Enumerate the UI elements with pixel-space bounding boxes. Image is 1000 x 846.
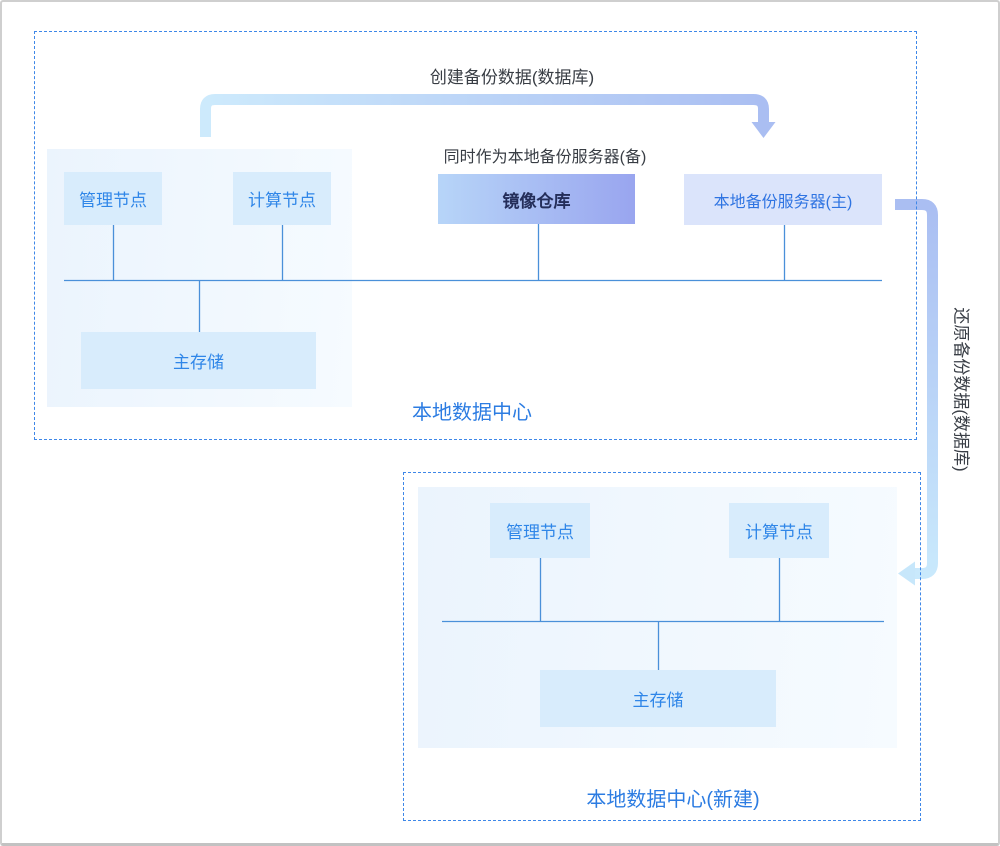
restore-backup-arrow xyxy=(895,199,938,586)
top-management-node-label: 管理节点 xyxy=(79,191,147,210)
mirror-repo-node-label: 镜像仓库 xyxy=(502,191,571,211)
create-backup-label: 创建备份数据(数据库) xyxy=(429,68,595,87)
local-backup-server-node: 本地备份服务器(主) xyxy=(684,174,882,225)
bottom-datacenter-caption: 本地数据中心(新建) xyxy=(586,789,760,811)
bottom-management-node: 管理节点 xyxy=(490,503,590,558)
create-backup-arrow xyxy=(200,94,776,138)
restore-backup-label: 还原备份数据(数据库) xyxy=(951,307,971,472)
top-compute-node-label: 计算节点 xyxy=(248,191,316,210)
top-storage-node: 主存储 xyxy=(81,332,316,389)
bottom-storage-node-label: 主存储 xyxy=(632,691,684,710)
top-datacenter-caption: 本地数据中心 xyxy=(412,402,532,424)
bottom-compute-node-label: 计算节点 xyxy=(745,523,813,542)
mirror-note-label: 同时作为本地备份服务器(备) xyxy=(443,149,647,166)
bottom-storage-node: 主存储 xyxy=(540,670,776,727)
bottom-bus-lines xyxy=(442,558,884,670)
top-management-node: 管理节点 xyxy=(64,172,162,225)
bottom-management-node-label: 管理节点 xyxy=(506,523,574,542)
restore-backup-arrowhead xyxy=(898,561,915,586)
mirror-repo-node: 镜像仓库 xyxy=(438,174,635,224)
top-storage-node-label: 主存储 xyxy=(173,353,224,372)
local-backup-server-node-label: 本地备份服务器(主) xyxy=(713,193,853,211)
top-bus-lines xyxy=(64,224,882,332)
bottom-compute-node: 计算节点 xyxy=(729,503,829,558)
create-backup-arrowhead xyxy=(751,122,776,138)
top-compute-node: 计算节点 xyxy=(233,172,331,225)
